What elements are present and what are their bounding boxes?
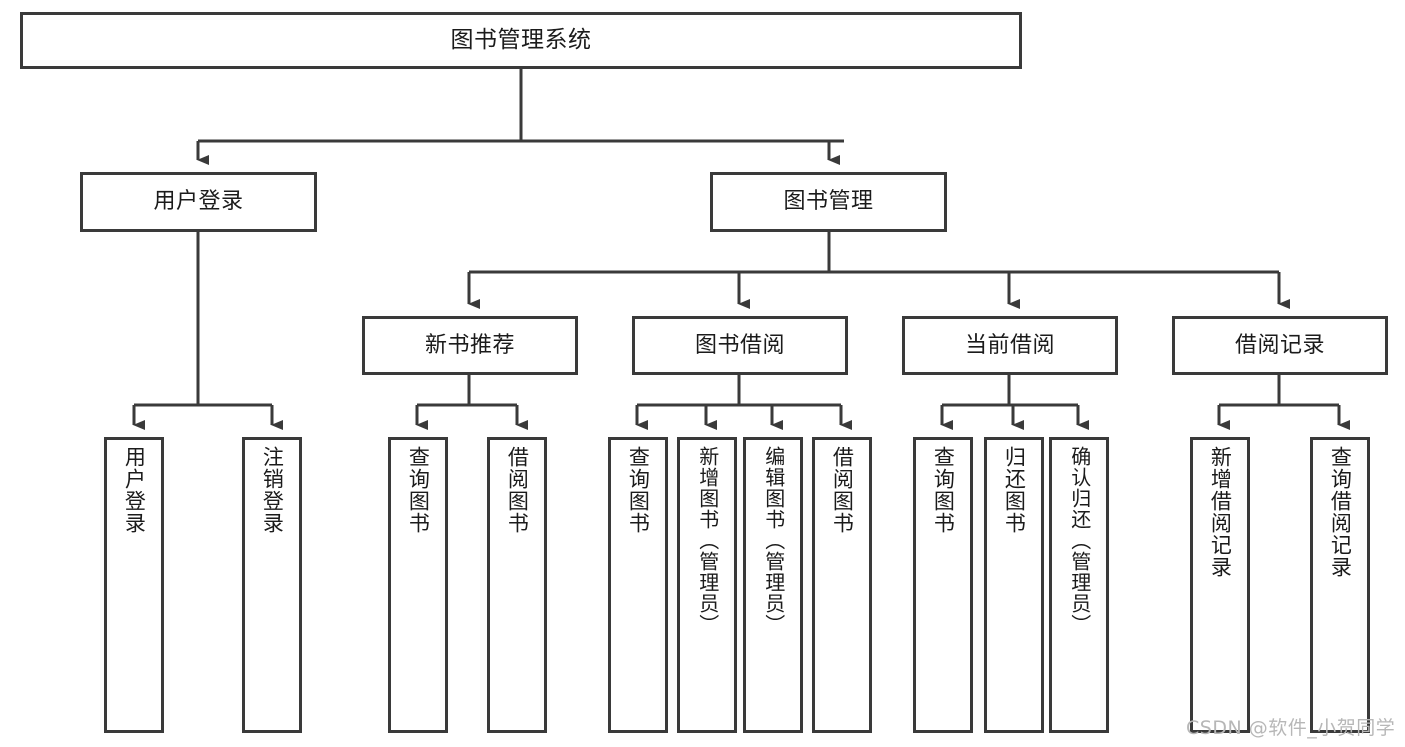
leaf-query-book-current[interactable]: 查询图书 <box>913 437 973 733</box>
leaf-borrow-book-newbook[interactable]: 借阅图书 <box>487 437 547 733</box>
node-label: 编辑图书（管理员） <box>761 446 786 635</box>
node-label: 注销登录 <box>260 446 285 534</box>
leaf-user-login[interactable]: 用户登录 <box>104 437 164 733</box>
leaf-add-borrow-record[interactable]: 新增借阅记录 <box>1190 437 1250 733</box>
leaf-edit-book-admin[interactable]: 编辑图书（管理员） <box>743 437 803 733</box>
node-root-system[interactable]: 图书管理系统 <box>20 12 1022 69</box>
node-label: 查询借阅记录 <box>1328 446 1353 578</box>
node-label: 归还图书 <box>1002 446 1027 534</box>
node-book-borrow[interactable]: 图书借阅 <box>632 316 848 375</box>
node-label: 图书借阅 <box>694 332 785 358</box>
node-label: 查询图书 <box>626 446 651 534</box>
node-label: 当前借阅 <box>964 332 1055 358</box>
node-new-book-recommend[interactable]: 新书推荐 <box>362 316 578 375</box>
node-label: 新书推荐 <box>424 332 515 358</box>
leaf-logout[interactable]: 注销登录 <box>242 437 302 733</box>
node-book-management[interactable]: 图书管理 <box>710 172 947 232</box>
leaf-query-book-newbook[interactable]: 查询图书 <box>388 437 448 733</box>
node-label: 借阅记录 <box>1234 332 1325 358</box>
node-label: 借阅图书 <box>505 446 530 534</box>
leaf-return-book[interactable]: 归还图书 <box>984 437 1044 733</box>
leaf-add-book-admin[interactable]: 新增图书（管理员） <box>677 437 737 733</box>
node-label: 用户登录 <box>153 189 244 215</box>
csdn-watermark: CSDN @软件_小贺同学 <box>1186 717 1396 739</box>
leaf-query-borrow-record[interactable]: 查询借阅记录 <box>1310 437 1370 733</box>
node-user-login[interactable]: 用户登录 <box>80 172 317 232</box>
node-label: 新增借阅记录 <box>1208 446 1233 578</box>
node-label: 查询图书 <box>406 446 431 534</box>
node-label: 用户登录 <box>122 446 147 534</box>
node-label: 借阅图书 <box>830 446 855 534</box>
leaf-borrow-book-borrow[interactable]: 借阅图书 <box>812 437 872 733</box>
node-label: 确认归还（管理员） <box>1067 446 1092 635</box>
leaf-query-book-borrow[interactable]: 查询图书 <box>608 437 668 733</box>
node-label: 新增图书（管理员） <box>695 446 720 635</box>
leaf-confirm-return-admin[interactable]: 确认归还（管理员） <box>1049 437 1109 733</box>
node-label: 查询图书 <box>931 446 956 534</box>
node-borrow-record[interactable]: 借阅记录 <box>1172 316 1388 375</box>
node-label: 图书管理 <box>783 189 874 215</box>
node-current-borrow[interactable]: 当前借阅 <box>902 316 1118 375</box>
node-label: 图书管理系统 <box>450 27 592 54</box>
